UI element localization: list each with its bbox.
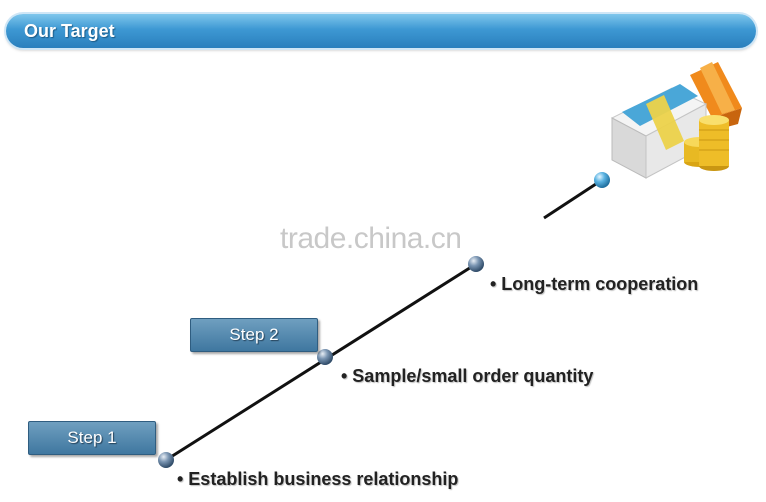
title-bar: Our Target — [6, 14, 756, 48]
node-step-2 — [317, 349, 333, 365]
milestone-establish: • Establish business relationship — [177, 469, 459, 489]
page-title: Our Target — [24, 21, 115, 41]
node-step-3 — [468, 256, 484, 272]
watermark: trade.china.cn — [280, 222, 462, 255]
step-2-button[interactable]: Step 2 — [190, 318, 318, 352]
milestone-sample-order: • Sample/small order quantity — [341, 366, 594, 386]
node-step-1 — [158, 452, 174, 468]
step-1-button[interactable]: Step 1 — [28, 421, 156, 455]
node-goal — [594, 172, 610, 188]
money-stack-icon — [610, 62, 742, 179]
milestone-long-term: • Long-term cooperation — [490, 274, 699, 294]
progress-line-upper — [543, 178, 603, 220]
